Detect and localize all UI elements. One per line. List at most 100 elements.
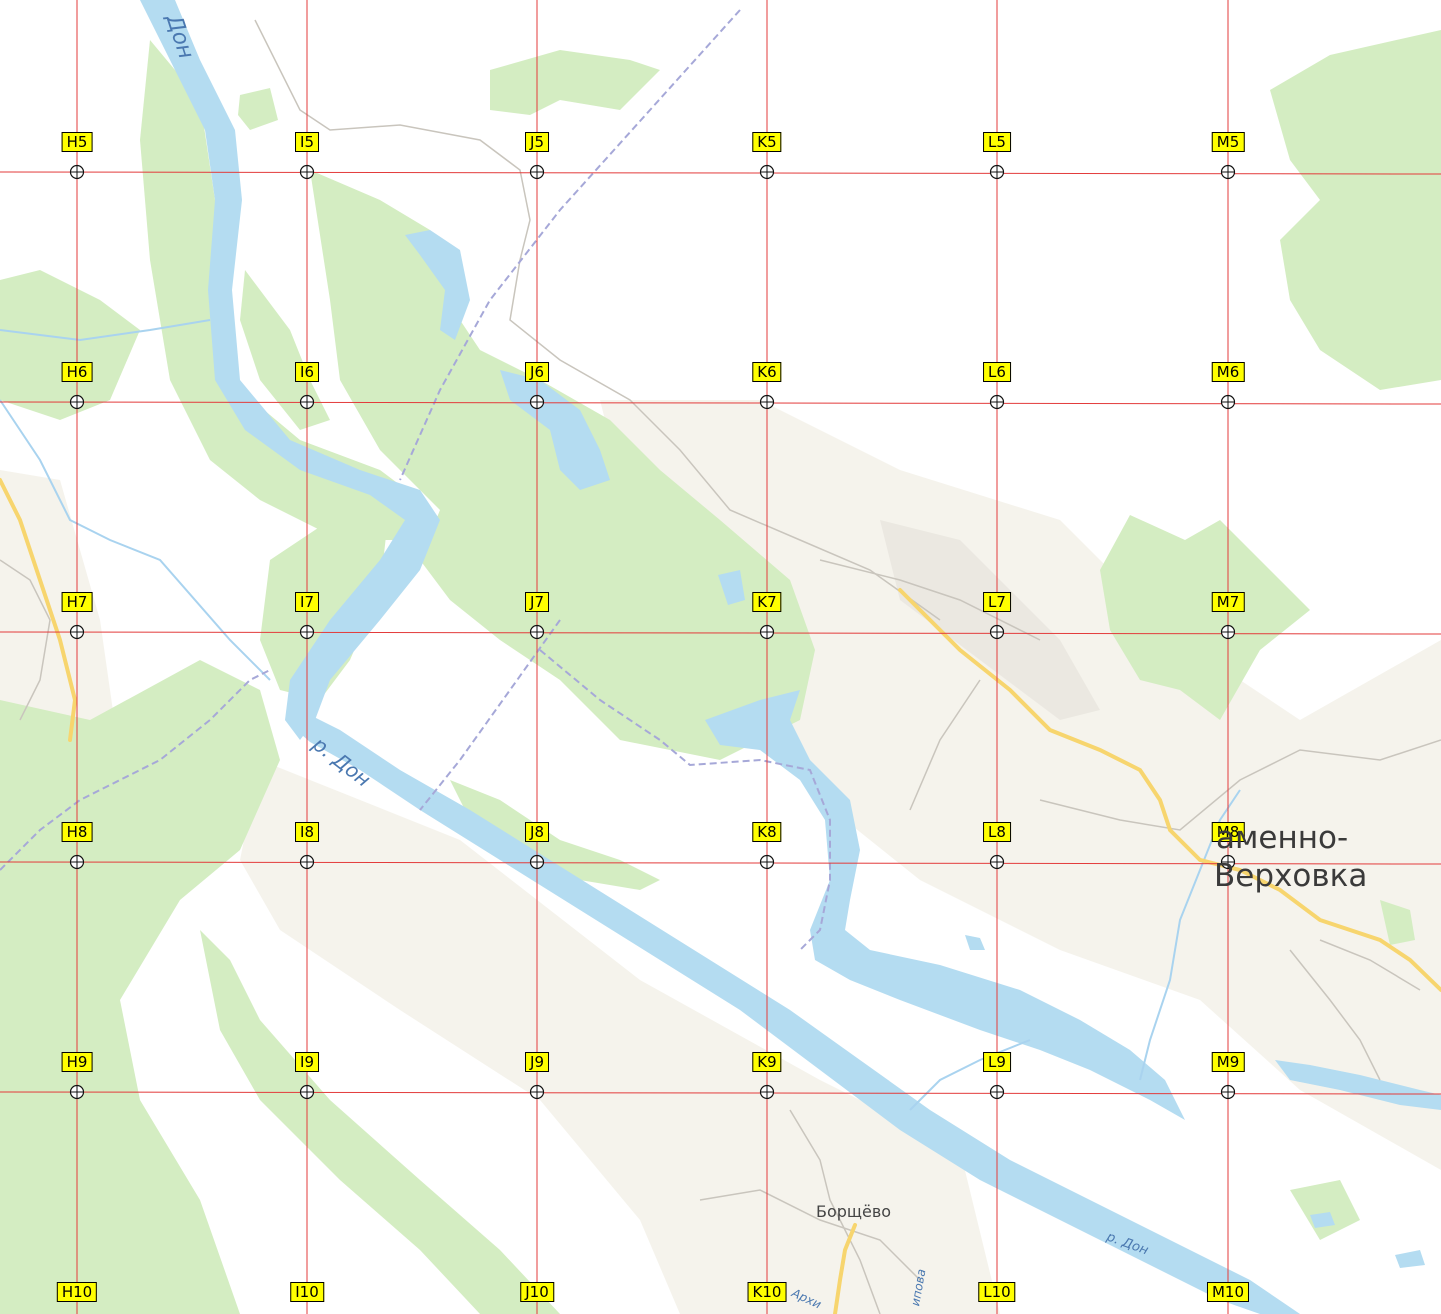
river-don-upper <box>140 0 440 740</box>
grid-marker-J5 <box>529 164 545 180</box>
grid-marker-M6 <box>1220 394 1236 410</box>
grid-marker-I9 <box>299 1084 315 1100</box>
stream-west <box>0 319 211 342</box>
grid-label-H9[interactable]: H9 <box>61 1052 93 1072</box>
rail-diagonal-north <box>399 9 741 481</box>
grid-marker-H9 <box>69 1084 85 1100</box>
grid-label-M8[interactable]: M8 <box>1211 822 1245 842</box>
grid-label-H8[interactable]: H8 <box>61 822 93 842</box>
forest-east <box>1100 515 1310 720</box>
grid-label-K5[interactable]: K5 <box>752 132 782 152</box>
grid-marker-M5 <box>1220 164 1236 180</box>
grid-label-J5[interactable]: J5 <box>525 132 549 152</box>
street-label-b: ипова <box>908 1268 928 1307</box>
grid-label-I7[interactable]: I7 <box>295 592 319 612</box>
grid-label-L10[interactable]: L10 <box>978 1282 1016 1302</box>
grid-marker-I8 <box>299 854 315 870</box>
rail-diagonal-south <box>419 619 561 811</box>
grid-markers <box>69 164 1236 1100</box>
grid-marker-M7 <box>1220 624 1236 640</box>
grid-marker-L5 <box>989 164 1005 180</box>
grid-label-J8[interactable]: J8 <box>525 822 549 842</box>
road-major-east <box>898 588 1441 992</box>
grid-marker-K9 <box>759 1084 775 1100</box>
forest-north-small <box>238 88 278 130</box>
grid-label-K6[interactable]: K6 <box>752 362 782 382</box>
grid-label-M10[interactable]: M10 <box>1206 1282 1250 1302</box>
grid-label-K7[interactable]: K7 <box>752 592 782 612</box>
grid-label-M9[interactable]: M9 <box>1211 1052 1245 1072</box>
grid-label-J7[interactable]: J7 <box>525 592 549 612</box>
urban-area-south <box>240 760 1000 1314</box>
grid-label-H5[interactable]: H5 <box>61 132 93 152</box>
grid-label-L5[interactable]: L5 <box>983 132 1011 152</box>
road-west <box>0 559 51 721</box>
grid-marker-H7 <box>69 624 85 640</box>
grid-marker-J8 <box>529 854 545 870</box>
grid-label-I8[interactable]: I8 <box>295 822 319 842</box>
grid-label-L8[interactable]: L8 <box>983 822 1011 842</box>
rail-loop <box>539 649 831 951</box>
place-label-town-line2: Верховка <box>1214 858 1368 894</box>
road-town-2 <box>1319 939 1421 991</box>
grid-label-M5[interactable]: M5 <box>1211 132 1245 152</box>
grid-marker-K8 <box>759 854 775 870</box>
road-borschevo-2 <box>789 1109 881 1314</box>
lake-j6 <box>500 370 610 490</box>
pond-l8 <box>965 935 985 950</box>
grid-marker-I5 <box>299 164 315 180</box>
grid-label-J10[interactable]: J10 <box>520 1282 554 1302</box>
grid-label-L9[interactable]: L9 <box>983 1052 1011 1072</box>
grid-label-I10[interactable]: I10 <box>290 1282 324 1302</box>
grid-label-K10[interactable]: K10 <box>747 1282 787 1302</box>
grid-marker-I6 <box>299 394 315 410</box>
road-east-1 <box>819 559 1041 641</box>
grid-label-K9[interactable]: K9 <box>752 1052 782 1072</box>
forest-m8-small <box>1380 900 1415 945</box>
railway-lines <box>0 9 831 951</box>
forest-river-left <box>140 40 420 540</box>
grid-line-row-9 <box>0 1091 1441 1095</box>
grid-label-L6[interactable]: L6 <box>983 362 1011 382</box>
grid-label-I5[interactable]: I5 <box>295 132 319 152</box>
pond-m10 <box>1310 1212 1335 1228</box>
grid-marker-J6 <box>529 394 545 410</box>
grid-label-J9[interactable]: J9 <box>525 1052 549 1072</box>
grid-label-M7[interactable]: M7 <box>1211 592 1245 612</box>
grid-label-K8[interactable]: K8 <box>752 822 782 842</box>
forest-north-center <box>490 50 660 115</box>
grid-label-H10[interactable]: H10 <box>56 1282 98 1302</box>
grid-marker-K6 <box>759 394 775 410</box>
urban-area-east <box>600 400 1441 1170</box>
grid-line-row-7 <box>0 631 1441 635</box>
stream-m8 <box>1139 789 1241 1081</box>
road-borschevo <box>699 1189 921 1281</box>
road-major-borschevo <box>833 1223 857 1314</box>
grid-label-H6[interactable]: H6 <box>61 362 93 382</box>
grid-marker-H8 <box>69 854 85 870</box>
grid-line-row-6 <box>0 401 1441 405</box>
grid-marker-L9 <box>989 1084 1005 1100</box>
grid-marker-L7 <box>989 624 1005 640</box>
grid-line-row-5 <box>0 171 1441 175</box>
forest-i7 <box>260 500 390 700</box>
forest-ne <box>1270 30 1441 390</box>
grid-marker-L6 <box>989 394 1005 410</box>
forest-west <box>0 270 140 420</box>
grid-label-M6[interactable]: M6 <box>1211 362 1245 382</box>
grid-label-L7[interactable]: L7 <box>983 592 1011 612</box>
grid-label-H7[interactable]: H7 <box>61 592 93 612</box>
lake-i5 <box>405 230 470 340</box>
grid-marker-J7 <box>529 624 545 640</box>
stream-west-2 <box>0 399 271 681</box>
grid-label-J6[interactable]: J6 <box>525 362 549 382</box>
grid-label-I6[interactable]: I6 <box>295 362 319 382</box>
grid-marker-H5 <box>69 164 85 180</box>
road-east-3 <box>1039 739 1441 831</box>
grid-label-I9[interactable]: I9 <box>295 1052 319 1072</box>
grid-marker-J9 <box>529 1084 545 1100</box>
grid-marker-K5 <box>759 164 775 180</box>
stream-l9 <box>909 1039 1031 1111</box>
lake-m9 <box>1275 1060 1441 1110</box>
